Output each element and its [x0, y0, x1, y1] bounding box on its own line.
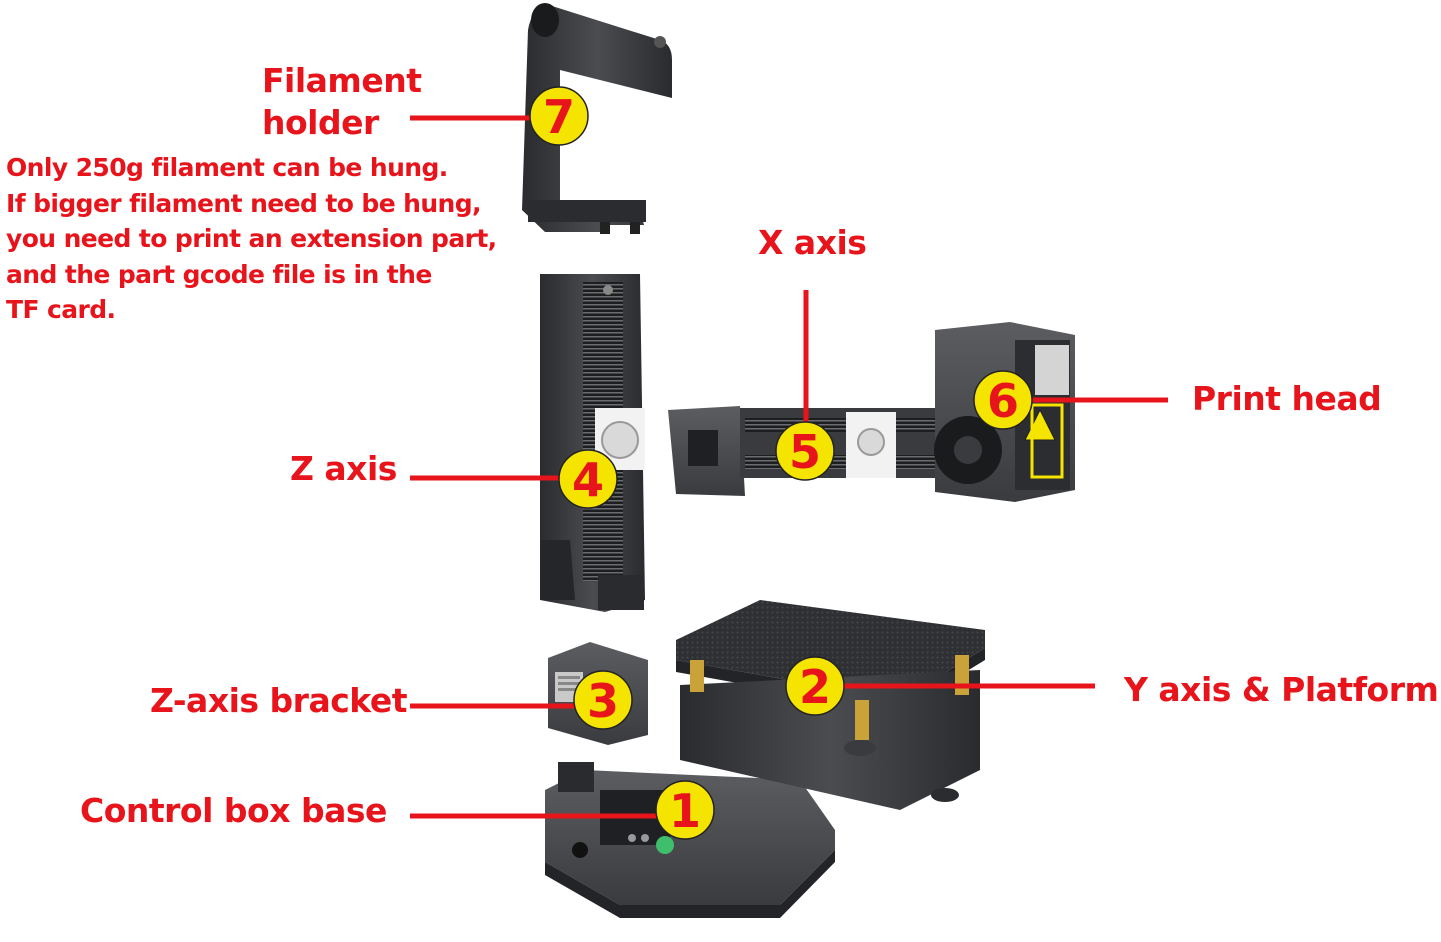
label-y-axis-platform: Y axis & Platform [1124, 670, 1439, 709]
badge-7: 7 [529, 86, 589, 146]
badge-1-number: 1 [669, 784, 701, 838]
filament-note-line: you need to print an extension part, [6, 224, 497, 253]
leader-lines [410, 115, 1168, 819]
filament-note-line: Only 250g filament can be hung. [6, 153, 448, 182]
badge-2: 2 [785, 656, 845, 716]
badge-3: 3 [573, 670, 633, 730]
label-control-box-base: Control box base [80, 791, 387, 830]
badge-4: 4 [558, 449, 618, 509]
label-print-head: Print head [1192, 379, 1382, 418]
badge-2-number: 2 [799, 660, 831, 714]
badge-6-number: 6 [987, 374, 1019, 428]
filament-note-line: and the part gcode file is in the [6, 259, 432, 289]
label-z-axis-bracket: Z-axis bracket [150, 681, 407, 720]
x-axis-part [668, 406, 940, 496]
label-filament-holder: Filament holder [262, 60, 422, 144]
filament-note-line: If bigger filament need to be hung, [6, 188, 482, 218]
label-z-axis: Z axis [290, 449, 397, 488]
badge-6: 6 [973, 370, 1033, 430]
badge-3-number: 3 [587, 674, 619, 728]
badge-5: 5 [775, 421, 835, 481]
label-x-axis: X axis [758, 223, 867, 262]
badge-1: 1 [655, 780, 715, 840]
badge-4-number: 4 [572, 453, 604, 507]
label-filament-holder-line2: holder [262, 103, 379, 142]
filament-note-line: TF card. [6, 295, 116, 324]
z-axis-part [540, 274, 645, 612]
label-filament-holder-line1: Filament [262, 61, 422, 100]
filament-holder-part [522, 3, 672, 234]
badge-7-number: 7 [543, 90, 575, 144]
badge-5-number: 5 [789, 425, 821, 479]
filament-note: Only 250g filament can be hung. If bigge… [6, 150, 497, 328]
